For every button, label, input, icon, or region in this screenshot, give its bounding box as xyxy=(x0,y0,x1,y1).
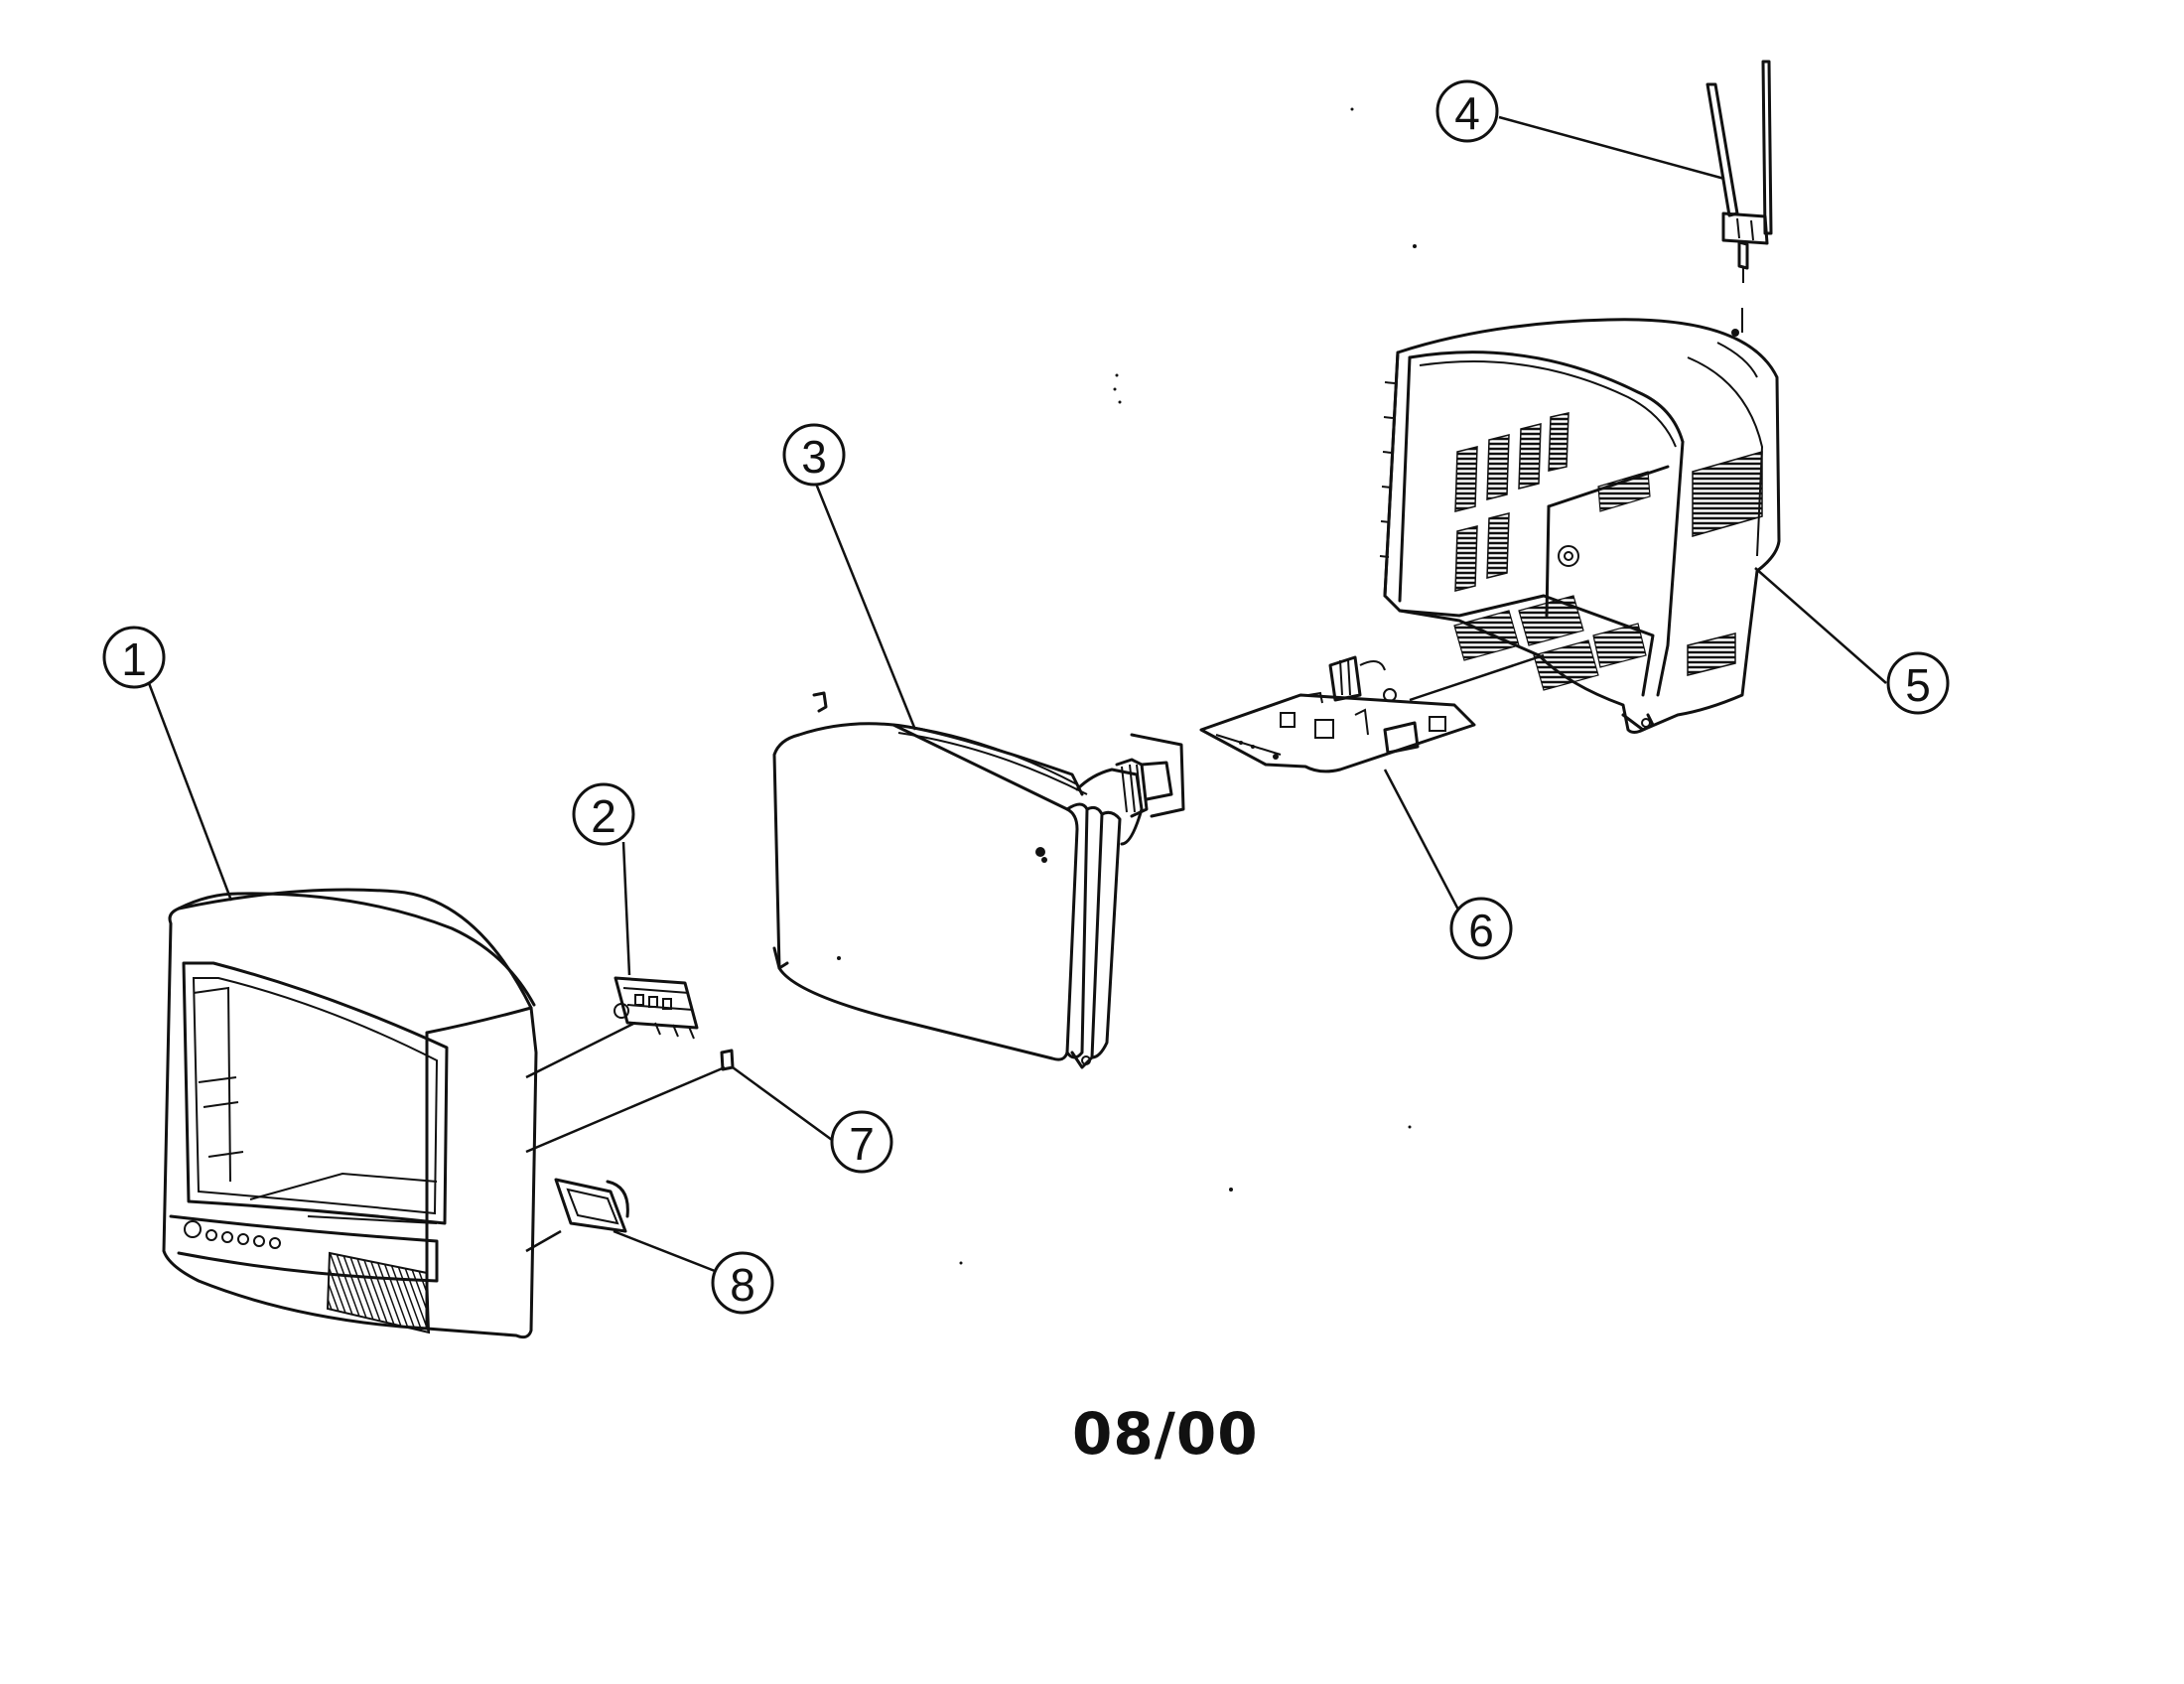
callout-2: 2 xyxy=(572,782,635,846)
callout-leaders xyxy=(147,115,1887,1273)
callout-label: 8 xyxy=(730,1259,755,1311)
control-board-part xyxy=(614,976,699,1040)
antenna-part xyxy=(1706,60,1773,333)
callout-label: 2 xyxy=(591,790,616,842)
callout-label: 3 xyxy=(801,431,827,483)
callout-label: 4 xyxy=(1454,87,1480,139)
assembly-guide-lines xyxy=(525,653,1545,1253)
picture-tube-part xyxy=(772,691,1185,1069)
callout-label: 5 xyxy=(1905,659,1931,711)
callout-3: 3 xyxy=(782,423,846,487)
main-circuit-board-part xyxy=(1199,655,1476,773)
callout-label: 6 xyxy=(1468,905,1494,956)
scan-specks xyxy=(959,107,1417,1265)
back-cabinet-vents xyxy=(1453,412,1763,691)
back-cabinet-part xyxy=(1379,318,1781,734)
callout-7: 7 xyxy=(830,1110,893,1174)
callout-label: 7 xyxy=(849,1118,875,1170)
callout-1: 1 xyxy=(102,626,166,689)
clip-part xyxy=(720,1049,735,1071)
front-cabinet-part xyxy=(162,888,538,1339)
speaker-part xyxy=(554,1178,629,1233)
date-code: 08/00 xyxy=(1072,1400,1259,1468)
callout-4: 4 xyxy=(1435,79,1499,143)
callout-6: 6 xyxy=(1449,897,1513,960)
callout-label: 1 xyxy=(121,633,147,685)
callout-5: 5 xyxy=(1886,651,1950,715)
callout-8: 8 xyxy=(711,1251,774,1315)
